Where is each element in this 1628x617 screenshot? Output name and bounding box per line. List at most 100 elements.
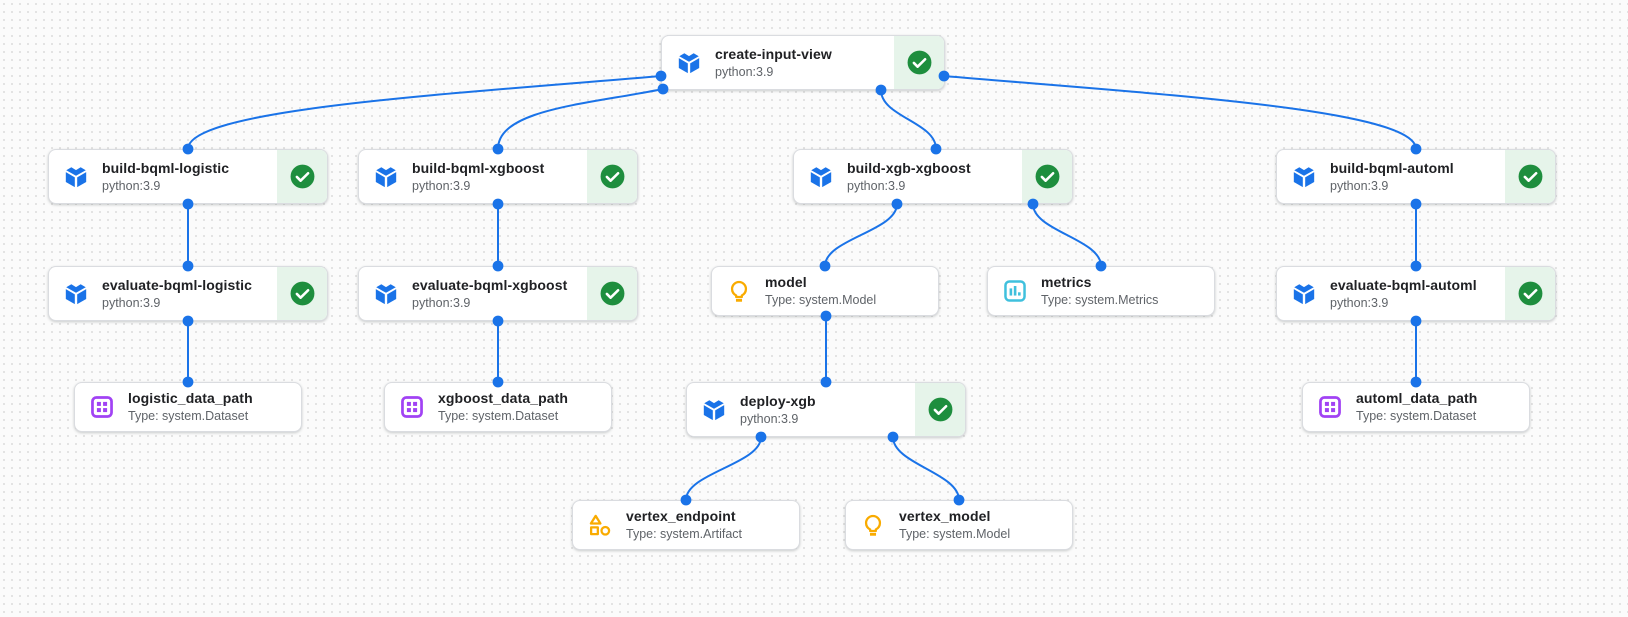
status-succeeded-badge — [277, 150, 327, 203]
check-circle-icon — [599, 280, 626, 307]
pipeline-component-icon — [701, 397, 727, 423]
node-title: build-xgb-xgboost — [847, 159, 971, 176]
node-title: build-bqml-automl — [1330, 159, 1454, 176]
node-subtitle: Type: system.Dataset — [1356, 409, 1477, 423]
check-circle-icon — [599, 163, 626, 190]
check-circle-icon — [289, 280, 316, 307]
check-circle-icon — [1517, 280, 1544, 307]
pipeline-component-icon — [676, 50, 702, 76]
node-title: xgboost_data_path — [438, 390, 569, 406]
check-circle-icon — [927, 396, 954, 423]
model-lightbulb-icon — [726, 278, 752, 304]
node-text: deploy-xgb python:3.9 — [740, 393, 915, 427]
status-succeeded-badge — [1505, 150, 1555, 203]
node-text: build-xgb-xgboost python:3.9 — [847, 160, 1022, 194]
node-title: logistic_data_path — [128, 390, 253, 406]
node-subtitle: python:3.9 — [412, 178, 471, 193]
edge-deploy-xgb-to-vertex_model — [892, 436, 960, 501]
node-title: evaluate-bqml-automl — [1330, 276, 1477, 293]
model-lightbulb-icon — [860, 512, 886, 538]
status-succeeded-badge — [1505, 267, 1555, 320]
node-build-bqml-automl[interactable]: build-bqml-automl python:3.9 — [1276, 149, 1556, 204]
node-subtitle: Type: system.Dataset — [438, 409, 559, 423]
status-succeeded-badge — [1022, 150, 1072, 203]
edge-create-input-view-to-build-bqml-logistic — [187, 75, 662, 150]
node-text: build-bqml-logistic python:3.9 — [102, 160, 277, 194]
node-subtitle: python:3.9 — [412, 295, 471, 310]
status-succeeded-badge — [587, 267, 637, 320]
metrics-chart-icon — [1002, 278, 1028, 304]
node-title: automl_data_path — [1356, 390, 1478, 406]
dataset-grid-icon — [1317, 394, 1343, 420]
node-subtitle: Type: system.Model — [899, 527, 1011, 541]
pipeline-component-icon — [373, 281, 399, 307]
node-title: metrics — [1041, 274, 1092, 290]
edge-build-xgb-xgboost-to-model — [824, 203, 898, 267]
node-subtitle: Type: system.Dataset — [128, 409, 249, 423]
node-title: create-input-view — [715, 45, 832, 62]
status-succeeded-badge — [894, 36, 944, 89]
dataset-grid-icon — [399, 394, 425, 420]
status-succeeded-badge — [277, 267, 327, 320]
node-title: vertex_endpoint — [626, 508, 736, 524]
pipeline-component-icon — [63, 281, 89, 307]
node-subtitle: Type: system.Model — [765, 293, 877, 307]
node-title: model — [765, 274, 807, 290]
status-succeeded-badge — [915, 383, 965, 436]
node-text: create-input-view python:3.9 — [715, 46, 894, 80]
node-text: build-bqml-automl python:3.9 — [1330, 160, 1505, 194]
node-create-input-view[interactable]: create-input-view python:3.9 — [661, 35, 945, 90]
node-title: deploy-xgb — [740, 392, 816, 409]
dataset-grid-icon — [89, 394, 115, 420]
node-build-bqml-logistic[interactable]: build-bqml-logistic python:3.9 — [48, 149, 328, 204]
node-title: vertex_model — [899, 508, 991, 524]
edge-deploy-xgb-to-vertex_endpoint — [685, 436, 762, 501]
node-build-xgb-xgboost[interactable]: build-xgb-xgboost python:3.9 — [793, 149, 1073, 204]
node-text: evaluate-bqml-automl python:3.9 — [1330, 277, 1505, 311]
edge-create-input-view-to-build-bqml-xgboost — [497, 88, 664, 150]
node-subtitle: python:3.9 — [740, 411, 799, 426]
pipeline-component-icon — [1291, 164, 1317, 190]
node-subtitle: python:3.9 — [847, 178, 906, 193]
node-subtitle: python:3.9 — [715, 64, 774, 79]
pipeline-component-icon — [373, 164, 399, 190]
node-title: build-bqml-logistic — [102, 159, 230, 176]
node-deploy-xgb[interactable]: deploy-xgb python:3.9 — [686, 382, 966, 437]
check-circle-icon — [1517, 163, 1544, 190]
node-title: evaluate-bqml-logistic — [102, 276, 253, 293]
node-evaluate-bqml-automl[interactable]: evaluate-bqml-automl python:3.9 — [1276, 266, 1556, 321]
node-subtitle: Type: system.Artifact — [626, 527, 743, 541]
node-subtitle: python:3.9 — [102, 178, 161, 193]
pipeline-component-icon — [63, 164, 89, 190]
pipeline-component-icon — [1291, 281, 1317, 307]
check-circle-icon — [289, 163, 316, 190]
edge-build-xgb-xgboost-to-metrics — [1032, 203, 1102, 267]
node-subtitle: python:3.9 — [1330, 178, 1389, 193]
status-succeeded-badge — [587, 150, 637, 203]
node-subtitle: Type: system.Metrics — [1041, 293, 1159, 307]
edge-create-input-view-to-build-xgb-xgboost — [880, 89, 937, 150]
node-subtitle: python:3.9 — [1330, 295, 1389, 310]
check-circle-icon — [906, 49, 933, 76]
check-circle-icon — [1034, 163, 1061, 190]
